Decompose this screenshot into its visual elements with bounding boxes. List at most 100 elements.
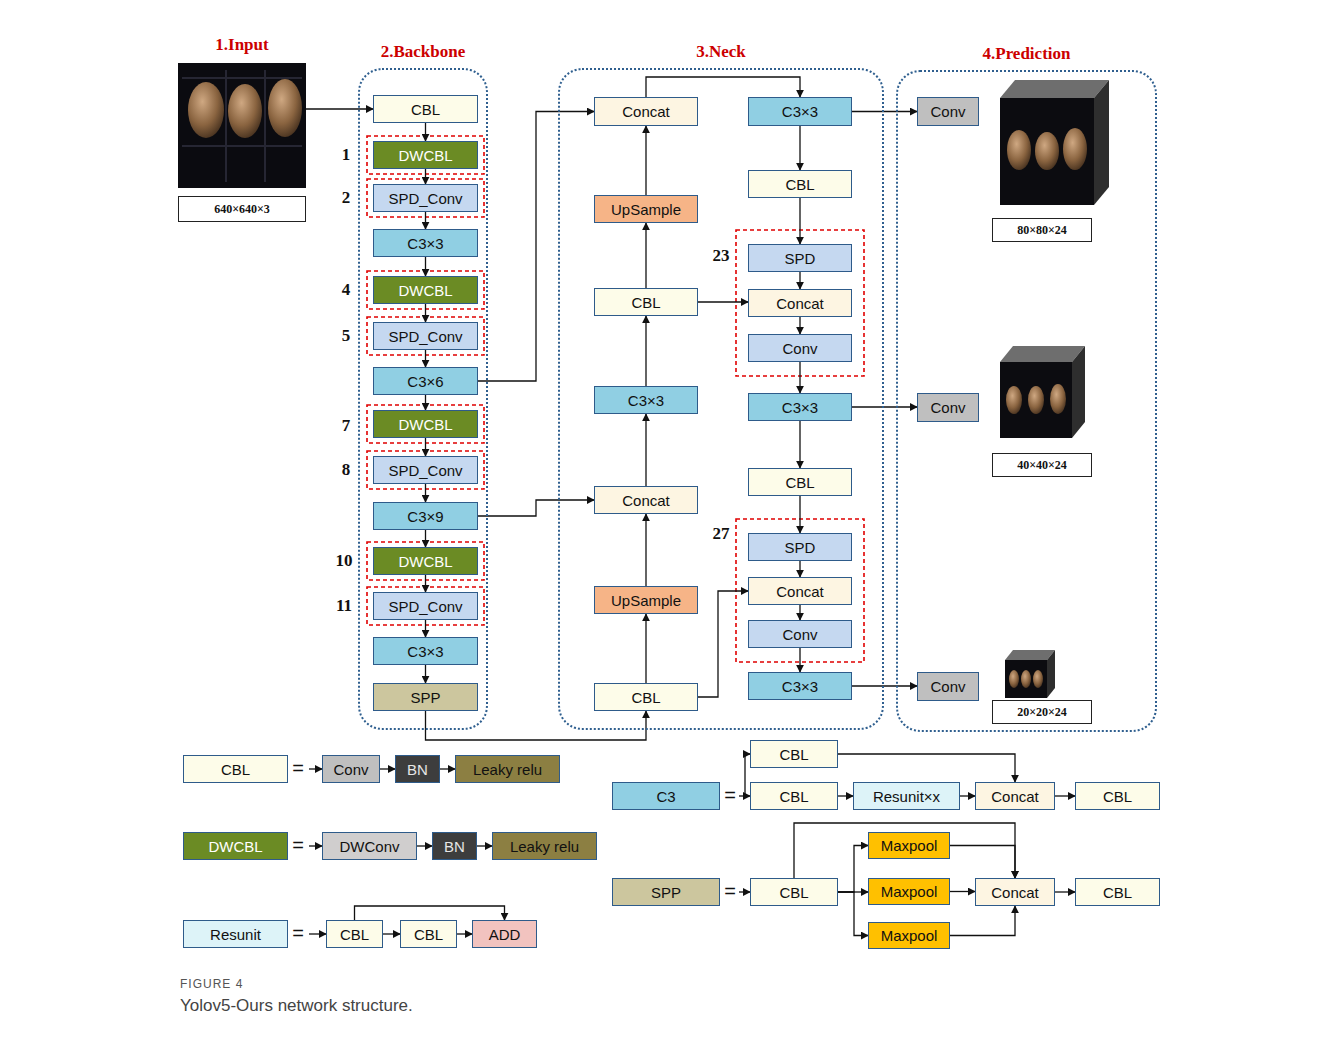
layer-box: Resunit (183, 920, 288, 948)
connector-arrow (478, 112, 594, 382)
box-label: Conv (930, 103, 965, 120)
potato (1021, 670, 1031, 688)
layer-box: Leaky relu (492, 832, 597, 860)
section-heading: 1.Input (178, 35, 306, 55)
layer-box: CBL (1075, 878, 1160, 906)
box-label: Resunit×x (873, 788, 940, 805)
highlight-frame (367, 542, 484, 580)
connector-arrow (425, 530, 426, 547)
layer-box: SPD_Conv (373, 456, 478, 484)
layer-box: CBL (594, 683, 698, 711)
section-panel: 4.PredictionConv80×80×24Conv40×40×24Conv… (896, 70, 1157, 732)
box-label: CBL (340, 926, 369, 943)
highlight-frame (736, 519, 864, 662)
layer-box: Concat (748, 289, 852, 317)
layer-box: CBL (1075, 782, 1160, 810)
cube-front (1000, 98, 1094, 205)
box-label: Concat (776, 583, 824, 600)
box-label: CBL (779, 884, 808, 901)
connector-arrow (457, 933, 472, 934)
connector-arrow (425, 304, 426, 322)
box-label: CBL (785, 176, 814, 193)
definition-arrow (309, 768, 322, 769)
connector-arrow (799, 605, 800, 620)
section-heading: 3.Neck (560, 42, 882, 62)
box-label: Maxpool (881, 837, 938, 854)
connector-arrow (1055, 891, 1075, 892)
cube-side (1047, 650, 1055, 698)
equals-sign: = (724, 880, 736, 903)
size-label-box: 80×80×24 (992, 218, 1092, 242)
connector-arrow (799, 561, 800, 577)
potato (268, 79, 302, 137)
box-label: Maxpool (881, 883, 938, 900)
box-label: Leaky relu (510, 838, 579, 855)
connector-arrow (799, 362, 800, 393)
layer-box: Conv (917, 672, 979, 701)
potato (1033, 670, 1043, 688)
connector-arrow (838, 846, 868, 893)
figure-number: FIGURE 4 (180, 977, 243, 991)
connector-arrow (645, 126, 646, 195)
potato (1050, 384, 1066, 414)
box-label: ADD (489, 926, 521, 943)
connector-arrow (645, 614, 646, 683)
connector-arrow (477, 845, 492, 846)
connector-arrow (425, 350, 426, 367)
layer-box: C3×6 (373, 367, 478, 395)
box-label: DWConv (339, 838, 399, 855)
box-label: Concat (622, 492, 670, 509)
box-label: 40×40×24 (1017, 458, 1067, 473)
size-label-box: 640×640×3 (178, 196, 306, 222)
connector-arrow (799, 496, 800, 533)
layer-box: C3×3 (748, 393, 852, 421)
connector-arrow (799, 421, 800, 468)
box-label: BN (407, 761, 428, 778)
box-label: SPP (651, 884, 681, 901)
callout-number: 10 (336, 551, 353, 571)
connector-arrow (799, 648, 800, 672)
connector-arrow (838, 754, 1015, 782)
box-label: DWCBL (208, 838, 262, 855)
connector-arrow (646, 77, 800, 97)
box-label: C3×3 (782, 678, 818, 695)
layer-box: DWCBL (373, 276, 478, 304)
box-label: Concat (776, 295, 824, 312)
connector-arrow (425, 123, 426, 141)
layer-box: CBL (326, 920, 383, 948)
connector-arrow (799, 126, 800, 170)
box-label: C3×3 (407, 643, 443, 660)
connector-arrow (838, 795, 853, 796)
layer-box: UpSample (594, 586, 698, 614)
box-label: SPD (785, 250, 816, 267)
cube-top (1005, 650, 1055, 660)
layer-box: C3×3 (373, 637, 478, 665)
tray-lines (182, 70, 302, 182)
potato (188, 82, 224, 138)
connector-arrow (799, 272, 800, 289)
layer-box: CBL (748, 170, 852, 198)
layer-box: SPP (612, 878, 720, 906)
connector-arrow (1055, 795, 1075, 796)
box-label: CBL (631, 689, 660, 706)
box-label: C3×9 (407, 508, 443, 525)
section-heading: 2.Backbone (360, 42, 486, 62)
box-label: Conv (333, 761, 368, 778)
layer-box: Leaky relu (455, 755, 560, 783)
potato (1009, 670, 1019, 688)
connector-arrow (440, 768, 455, 769)
connector-arrow (698, 301, 748, 302)
box-label: CBL (785, 474, 814, 491)
connector-arrow (950, 846, 1015, 879)
highlight-frame (736, 230, 864, 376)
connector-arrow (425, 212, 426, 229)
callout-number: 1 (342, 145, 351, 165)
box-label: UpSample (611, 201, 681, 218)
highlight-frame (367, 405, 484, 443)
highlight-frame (367, 136, 484, 174)
connector-arrow (425, 620, 426, 637)
potato (228, 84, 262, 138)
box-label: Conv (782, 340, 817, 357)
connector-arrow (950, 891, 975, 892)
